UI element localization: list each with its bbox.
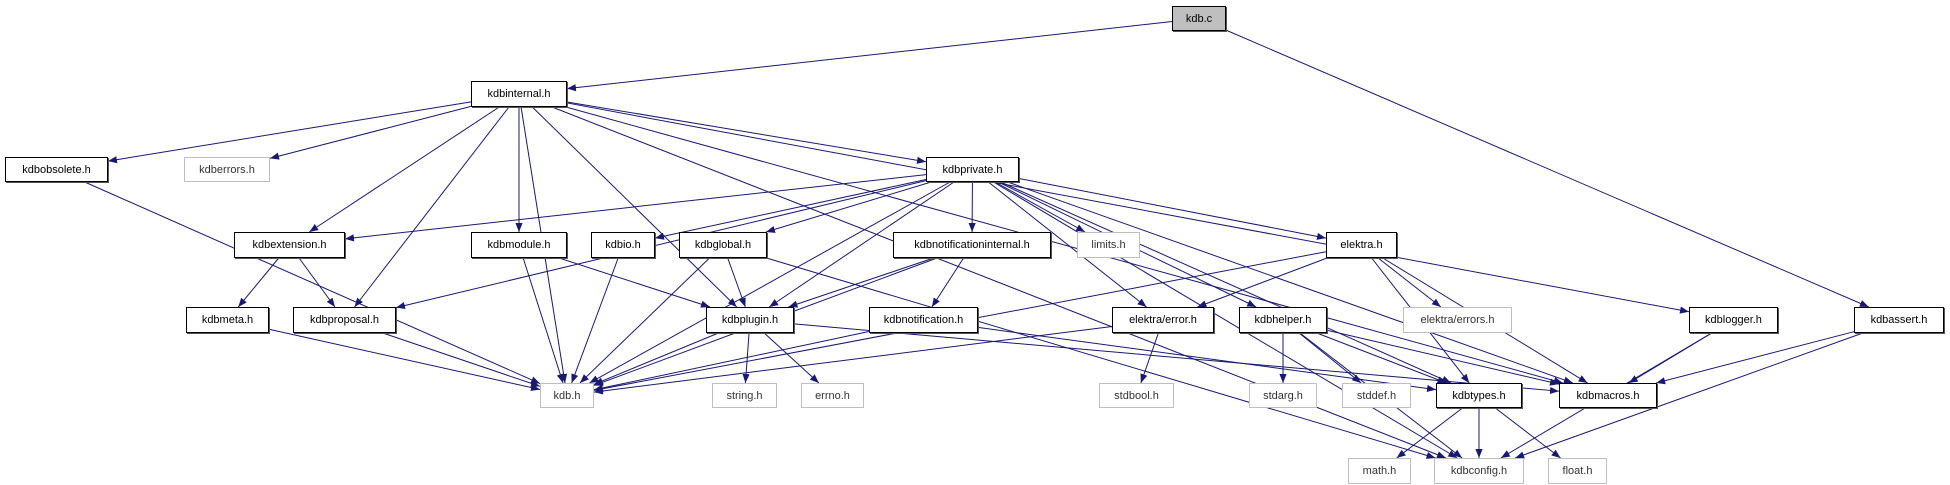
node-kdbio[interactable]: kdbio.h [591,232,655,258]
edge-kdbprivate-to-kdbextension [344,174,927,242]
node-kdbextension[interactable]: kdbextension.h [234,232,345,258]
node-elektra-error[interactable]: elektra/error.h [1112,307,1214,333]
edge-kdbassert-to-kdbconfig [1514,332,1864,459]
node-limits[interactable]: limits.h [1077,232,1140,258]
edge-kdbprivate-to-kdb_h [589,181,951,384]
edge-kdbprivate-to-kdbtypes [1000,181,1452,384]
edge-elektra_error-to-kdb_h [593,325,1113,395]
edge-kdbinternal-to-kdbproposal [354,106,510,308]
node-kdbglobal[interactable]: kdbglobal.h [679,232,767,258]
edge-kdbglobal-to-kdbplugin [727,257,746,308]
edge-kdbprivate-to-kdbglobal [765,181,932,233]
edge-kdbprivate-to-elektra_error [988,181,1147,308]
node-stddef[interactable]: stddef.h [1342,383,1411,408]
edge-kdbglobal-to-kdb_h [579,257,710,384]
node-float[interactable]: float.h [1548,458,1607,484]
node-kdbplugin[interactable]: kdbplugin.h [706,307,794,333]
edge-kdbinternal-to-kdbextension [308,106,500,233]
node-kdbmeta[interactable]: kdbmeta.h [186,307,269,333]
edge-kdbmodule-to-kdb_h [522,257,564,384]
edge-elektra-to-elektra_errors [1377,257,1442,308]
edge-kdbproposal-to-kdb_h [382,332,541,387]
edge-kdbmodule-to-kdbplugin [558,257,711,308]
edge-kdbhelper-to-stddef [1298,332,1362,384]
node-kdbconfig[interactable]: kdbconfig.h [1434,458,1524,484]
edge-kdb_c-to-kdbassert [1225,29,1870,308]
edge-kdbinternal-to-kdbprivate [566,101,927,164]
node-kdbproposal[interactable]: kdbproposal.h [293,307,396,333]
edge-kdbplugin-to-errno [763,332,820,384]
node-kdb-c[interactable]: kdb.c [1172,6,1226,31]
node-kdbmodule[interactable]: kdbmodule.h [471,232,567,258]
node-kdbnotificationinternal[interactable]: kdbnotificationinternal.h [893,232,1051,258]
edge-kdbnotificationinternal-to-kdbnotification [931,257,965,308]
edge-kdbinternal-to-kdblogger [566,102,1690,314]
node-kdberrors[interactable]: kdberrors.h [184,157,270,182]
node-kdbmacros[interactable]: kdbmacros.h [1559,383,1657,408]
node-errno[interactable]: errno.h [801,383,864,408]
edge-kdbplugin-to-kdbmacros [793,323,1560,394]
edge-kdbtypes-to-math [1396,407,1463,459]
edge-elektra_error-to-stdbool [1140,332,1159,384]
edge-kdbinternal-to-kdbobsolete [107,101,472,164]
edge-kdbprivate-to-kdbconfig [993,181,1458,459]
edge-kdbtypes-to-float [1495,407,1561,459]
edge-kdbhelper-to-kdbtypes [1316,332,1447,384]
edge-kdbinternal-to-kdberrors [269,105,472,160]
node-stdarg[interactable]: stdarg.h [1249,383,1317,408]
node-kdbtypes[interactable]: kdbtypes.h [1436,383,1522,408]
node-kdblogger[interactable]: kdblogger.h [1689,307,1778,333]
edge-kdbio-to-kdb_h [571,257,619,384]
edge-kdbprivate-to-kdbmacros [1007,181,1574,384]
edge-elektra-to-elektra_error [1197,257,1328,308]
edge-kdbextension-to-kdbproposal [298,257,336,308]
node-kdbinternal[interactable]: kdbinternal.h [471,81,567,107]
edge-kdbnotificationinternal-to-kdbplugin [788,257,934,308]
edge-kdbprivate-to-limits [994,181,1086,233]
edge-kdbprivate-to-elektra [1018,178,1327,240]
edge-kdbinternal-to-kdbmacros [565,106,1563,385]
node-kdbprivate[interactable]: kdbprivate.h [926,157,1019,182]
edge-kdbplugin-to-string [742,332,750,384]
edge-kdbplugin-to-kdb_h [593,332,719,385]
edge-kdbprivate-to-kdbplugin [768,181,955,308]
node-elektra-errors[interactable]: elektra/errors.h [1403,307,1512,333]
node-kdbassert[interactable]: kdbassert.h [1854,307,1944,333]
node-elektra[interactable]: elektra.h [1326,232,1397,258]
edge-kdbprivate-to-kdbproposal [395,180,927,310]
edge-kdbobsolete-to-kdb_h [84,181,541,385]
node-string[interactable]: string.h [712,383,777,408]
node-kdb-h[interactable]: kdb.h [540,383,594,408]
node-kdbnotification[interactable]: kdbnotification.h [869,307,978,333]
edge-kdbhelper-to-kdbmacros [1326,329,1560,386]
edge-kdbnotification-to-kdb_h [593,331,870,392]
node-stdbool[interactable]: stdbool.h [1099,383,1174,408]
edge-kdbprivate-to-kdbio [654,179,927,240]
edge-kdbextension-to-kdbmeta [237,257,280,308]
edge-kdbglobal-to-kdbconfig [766,257,1436,459]
edge-kdbassert-to-kdbmacros [1656,331,1855,385]
edge-kdbnotification-to-kdbtypes [977,326,1437,393]
node-kdbobsolete[interactable]: kdbobsolete.h [5,157,108,182]
edge-kdb_c-to-kdbinternal [566,21,1173,92]
edge-kdbmeta-to-kdb_h [268,328,541,392]
node-kdbhelper[interactable]: kdbhelper.h [1239,307,1327,333]
node-math[interactable]: math.h [1348,458,1411,484]
